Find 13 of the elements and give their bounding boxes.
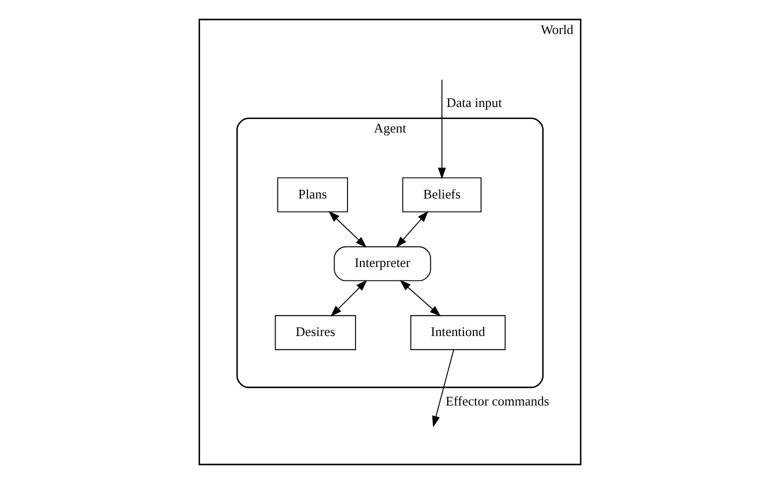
arrow	[432, 349, 454, 428]
arrow	[400, 280, 441, 317]
arrow	[328, 210, 367, 248]
node-box: Plans	[277, 177, 348, 212]
node-box: Interpreter	[334, 246, 432, 282]
node-box: Intentiond	[410, 315, 506, 350]
arrow	[438, 79, 446, 180]
node-box: Desires	[274, 315, 356, 350]
arrow	[330, 280, 368, 317]
edge-label: Effector commands	[446, 393, 550, 408]
arrow	[396, 210, 428, 248]
edge-label: Data input	[446, 95, 502, 110]
node-box: Beliefs	[402, 177, 482, 212]
